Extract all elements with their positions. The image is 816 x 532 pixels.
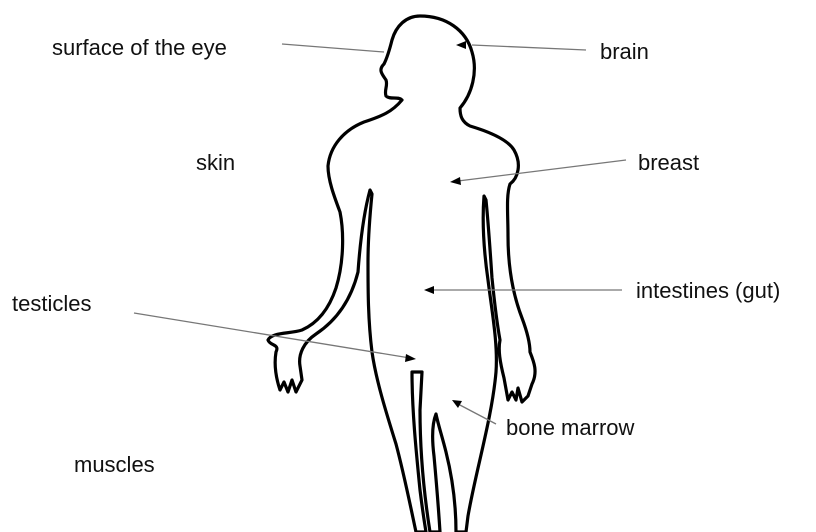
- label-brain: brain: [600, 39, 649, 65]
- label-muscles: muscles: [74, 452, 155, 478]
- label-skin: skin: [196, 150, 235, 176]
- label-breast: breast: [638, 150, 699, 176]
- leader-line-eye: [282, 44, 384, 52]
- label-bone-marrow: bone marrow: [506, 415, 634, 441]
- arrowhead-brain: [456, 41, 466, 49]
- arrowhead-breast: [450, 177, 461, 185]
- leader-line-brain: [472, 45, 586, 50]
- arrow-heads: [405, 41, 466, 408]
- body-outline: [268, 16, 535, 532]
- label-testicles: testicles: [12, 291, 91, 317]
- leader-lines: [134, 44, 626, 424]
- arrowhead-testicles: [405, 354, 416, 362]
- label-surface-of-the-eye: surface of the eye: [52, 35, 227, 61]
- label-intestines: intestines (gut): [636, 278, 780, 304]
- arrowhead-bone-marrow: [452, 400, 462, 408]
- leader-line-breast: [458, 160, 626, 181]
- arrowhead-intestines: [424, 286, 434, 294]
